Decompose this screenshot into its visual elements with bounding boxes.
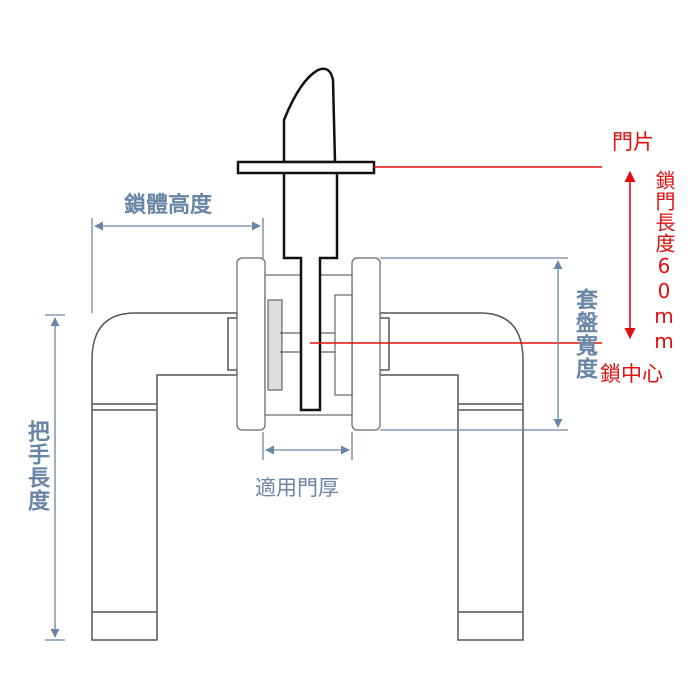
left-handle [91, 312, 239, 641]
door-cross-section [236, 67, 376, 412]
rose-width-label: 套盤寬度 [572, 288, 597, 380]
door-panel-label: 門片 [612, 130, 654, 154]
lock-door-length-label: 鎖門長度60mm [652, 170, 676, 354]
door-thickness-label: 適用門厚 [255, 476, 339, 500]
lock-body-height-label: 鎖體高度 [124, 193, 213, 218]
red-dimensions [310, 166, 636, 344]
blue-dimensions [45, 218, 568, 641]
right-handle [378, 312, 524, 641]
handle-length-label: 把手長度 [24, 420, 49, 512]
lock-center-label: 鎖中心 [600, 362, 663, 386]
